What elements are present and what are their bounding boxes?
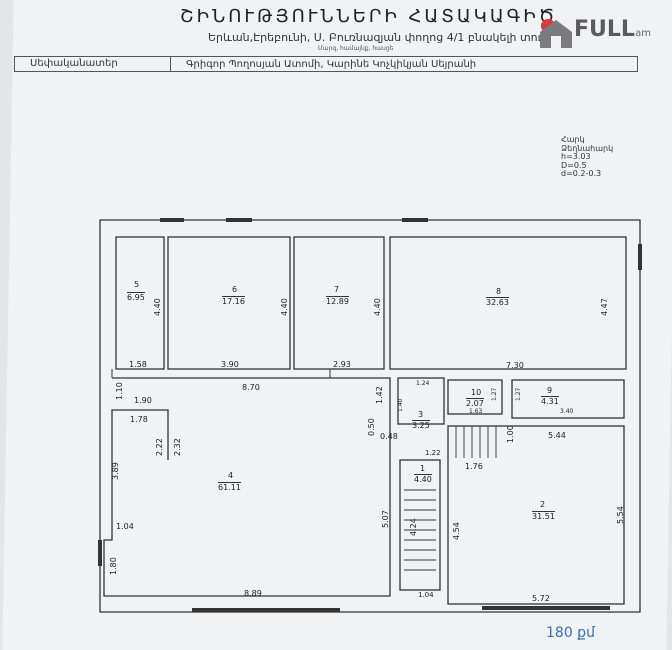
room-2-area: 31.51 <box>532 511 555 521</box>
room-7-number: 7 <box>334 285 340 294</box>
dim-8-89: 8.89 <box>244 589 262 598</box>
room-10-number: 10 <box>471 388 482 397</box>
dim-v-4-24: 4.24 <box>409 518 418 536</box>
note-d: d=0.2-0.3 <box>561 169 602 179</box>
watermark-suffix: .am <box>632 28 652 39</box>
dim-8-70: 8.70 <box>242 383 260 392</box>
room-2-walls <box>447 425 625 605</box>
room-4-number: 4 <box>228 471 234 480</box>
dim-1-63: 1.63 <box>469 408 483 415</box>
dim-2-93: 2.93 <box>333 360 351 369</box>
room-9-walls <box>511 379 625 419</box>
note-height: h=3.03 <box>561 152 591 162</box>
document-title: ՇԻՆՈՒԹՅՈՒՆՆԵՐԻ ՀԱՏԱԿԱԳԻԾ <box>180 6 558 27</box>
dim-v-1-27-room10: 1.27 <box>491 387 498 401</box>
room-10-walls <box>447 379 503 415</box>
room-10-area: 2.07 <box>466 398 484 408</box>
height-notes: Հարկ Ձեղնահարկ h=3.03 D=0.5 d=0.2-0.3 <box>561 135 614 179</box>
room-1-walls <box>399 459 441 591</box>
dim-5-72: 5.72 <box>532 594 550 603</box>
room-6-area: 17.16 <box>222 296 245 306</box>
full-am-logo <box>536 14 672 50</box>
dim-v-4-40-room7: 4.40 <box>373 298 382 316</box>
note-D: D=0.5 <box>561 160 587 170</box>
room-1-number: 1 <box>420 464 426 473</box>
dim-1-90: 1.90 <box>134 396 152 405</box>
dim-1-58: 1.58 <box>129 360 147 369</box>
dim-3-90: 3.90 <box>221 360 239 369</box>
room-6-walls <box>167 236 291 370</box>
watermark-text: FULL <box>574 17 635 42</box>
room-8-walls <box>389 236 627 370</box>
dim-1-24: 1.24 <box>416 380 430 387</box>
dim-v-1-80: 1.80 <box>109 557 118 575</box>
dim-1-22: 1.22 <box>425 449 441 457</box>
room-3-number: 3 <box>418 410 424 419</box>
dim-v-5-07: 5.07 <box>381 510 390 528</box>
dim-v-4-40-room5: 4.40 <box>153 298 162 316</box>
dim-3-40: 3.40 <box>560 408 574 415</box>
dim-v-4-54: 4.54 <box>452 522 461 540</box>
room-8-number: 8 <box>496 287 502 296</box>
dim-5-44: 5.44 <box>548 431 566 440</box>
dim-v-4-47: 4.47 <box>600 298 609 316</box>
room-9-area: 4.31 <box>541 396 559 406</box>
dim-1-78: 1.78 <box>130 415 148 424</box>
note-attic: Ձեղնահարկ <box>561 143 614 153</box>
room-6-number: 6 <box>232 285 238 294</box>
total-area-label: 180 քմ <box>546 625 595 641</box>
room-9-number: 9 <box>547 386 553 395</box>
room-7-area: 12.89 <box>326 296 349 306</box>
dim-v-1-40: 1.40 <box>397 398 404 412</box>
dim-v-2-32: 2.32 <box>173 438 182 456</box>
dim-v-3-89: 3.89 <box>111 462 120 480</box>
room-4-area: 61.11 <box>218 482 241 492</box>
room-5-walls <box>115 236 165 370</box>
room-5-area: 6.95 <box>127 292 145 302</box>
house-icon <box>540 19 572 48</box>
owner-row <box>14 56 638 72</box>
room-8-area: 32.63 <box>486 297 509 307</box>
dim-1-76: 1.76 <box>465 462 483 471</box>
room-3-area: 3.25 <box>412 420 430 430</box>
dim-v-1-10: 1.10 <box>115 382 124 400</box>
dim-v-0-50: 0.50 <box>367 418 376 436</box>
dim-v-1-27-room9: 1.27 <box>515 387 522 401</box>
note-floor: Հարկ <box>561 135 585 144</box>
outer-wall <box>99 219 641 613</box>
owner-divider <box>170 56 171 72</box>
dim-v-1-00: 1.00 <box>506 425 515 443</box>
room-4-walls <box>103 377 391 597</box>
address-line: Երևան,Էրեբունի, Ս. Բուռնազյան փողոց 4/1 … <box>208 31 550 44</box>
room-5-number: 5 <box>134 280 140 289</box>
room-7-walls <box>293 236 385 370</box>
dim-0-48: 0.48 <box>380 432 398 441</box>
dim-v-2-22: 2.22 <box>155 438 164 456</box>
room-2-number: 2 <box>540 500 546 509</box>
dim-v-4-40-room6: 4.40 <box>280 298 289 316</box>
owner-label: Սեփականատեր <box>30 58 118 69</box>
dim-v-5-54: 5.54 <box>616 506 625 524</box>
dim-7-30: 7.30 <box>506 361 524 370</box>
address-caption: Մարզ, համայնք, հասցե <box>318 45 394 52</box>
owner-value: Գրիգոր Պողոսյան Ատոմի, Կարինե Կոչկիկյան … <box>186 59 477 70</box>
dim-1-04-bottom: 1.04 <box>418 591 434 599</box>
dim-v-1-42: 1.42 <box>375 386 384 404</box>
room-3-walls <box>397 377 445 425</box>
room-1-area: 4.40 <box>414 474 432 484</box>
dim-1-04-left: 1.04 <box>116 522 134 531</box>
